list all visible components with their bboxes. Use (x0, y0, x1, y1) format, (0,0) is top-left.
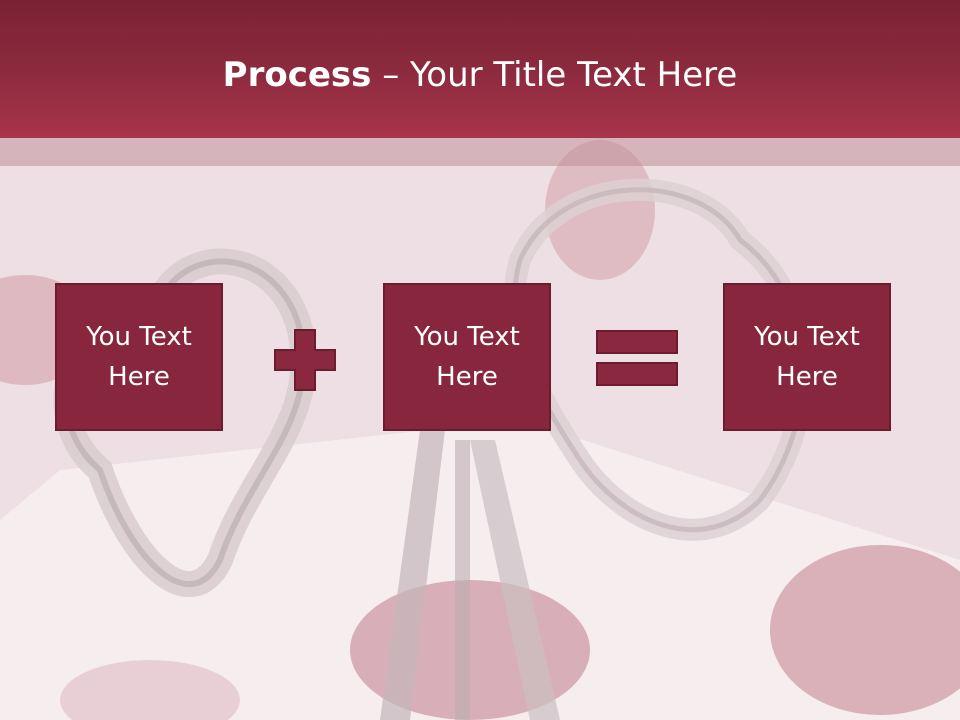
process-step-2-label: You Text Here (414, 322, 520, 392)
process-step-1[interactable]: You Text Here (55, 283, 223, 431)
slide-title-bold: Process (222, 55, 372, 95)
process-step-1-label: You Text Here (86, 322, 192, 392)
slide-title[interactable]: Process – Your Title Text Here (0, 52, 960, 98)
process-step-3-label: You Text Here (754, 322, 860, 392)
title-bar-band (0, 138, 960, 166)
slide-title-dash: – (371, 55, 411, 95)
slide-title-rest: Your Title Text Here (410, 55, 738, 95)
title-bar (0, 0, 960, 138)
process-step-2[interactable]: You Text Here (383, 283, 551, 431)
plus-icon (274, 329, 336, 391)
equals-icon (596, 330, 678, 386)
process-step-3[interactable]: You Text Here (723, 283, 891, 431)
